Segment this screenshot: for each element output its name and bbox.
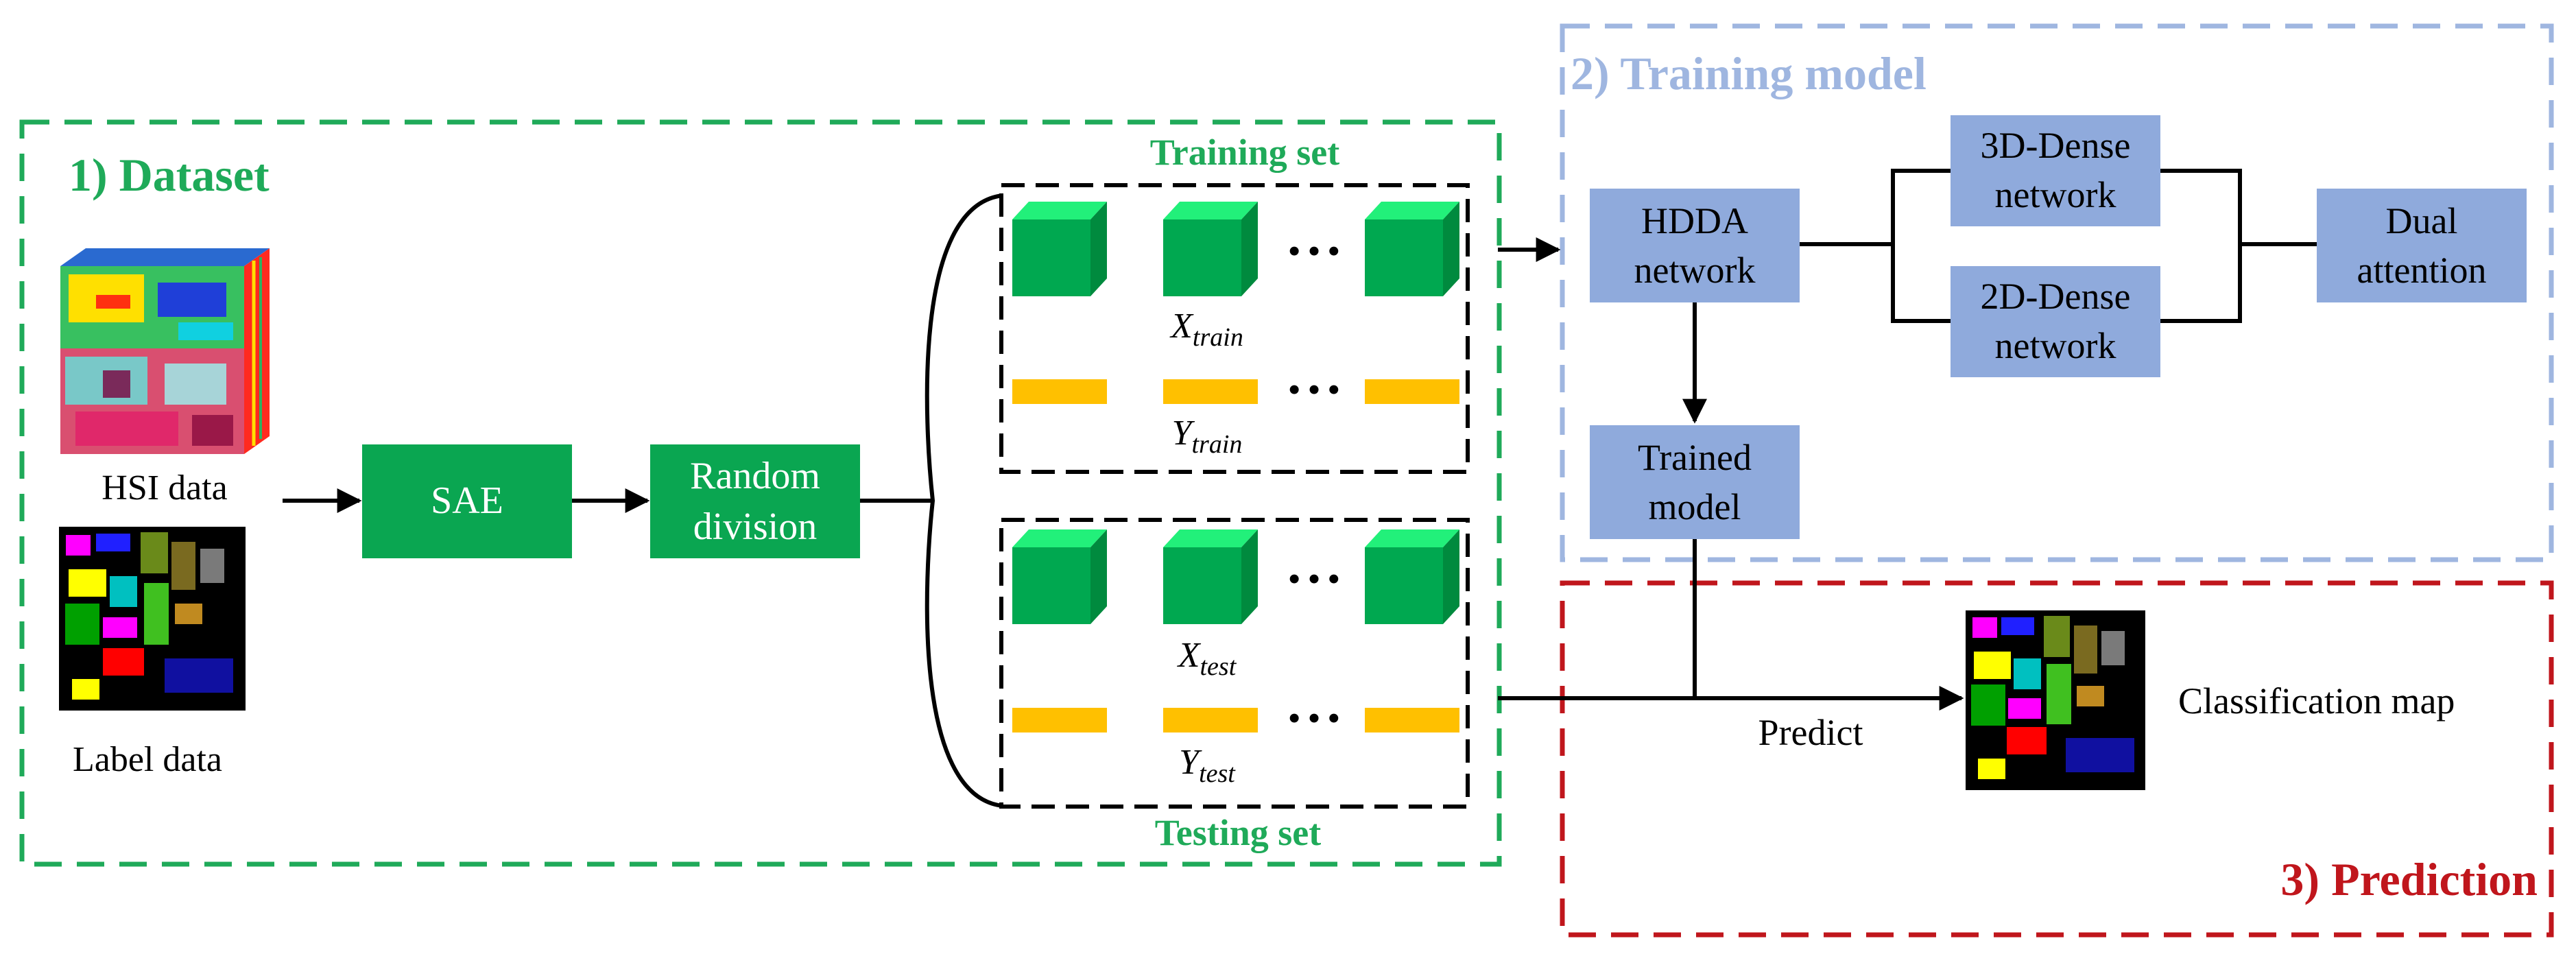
random-division-label-line2: division xyxy=(693,505,817,548)
random-division-label-line1: Random xyxy=(690,455,820,497)
label-bar xyxy=(1365,379,1459,404)
training-model-section-title: 2) Training model xyxy=(1571,47,1927,99)
x-test-cubes xyxy=(1012,529,1459,624)
hdda-network-label-line1: HDDA xyxy=(1641,200,1748,241)
trained-model-label-line2: model xyxy=(1649,486,1741,527)
x-train-label: Xtrain xyxy=(1169,307,1243,352)
x-train-cubes xyxy=(1012,202,1459,296)
training-model-section-frame xyxy=(1560,23,2554,562)
dual-attention-label-line2: attention xyxy=(2357,250,2487,291)
dual-attention-label-line1: Dual xyxy=(2386,200,2458,241)
random-division-box xyxy=(650,444,860,558)
classification-map-label: Classification map xyxy=(2178,680,2455,722)
dataset-section-frame xyxy=(19,119,1502,867)
dense-3d-network-label-line1: 3D-Dense xyxy=(1981,125,2131,166)
dataset-section-title: 1) Dataset xyxy=(69,149,270,201)
sample-cube xyxy=(1163,529,1258,624)
dense-3d-network-box xyxy=(1951,115,2160,226)
y-train-label: Ytrain xyxy=(1172,414,1243,459)
prediction-section-frame xyxy=(1560,580,2554,938)
trained-model-box xyxy=(1590,425,1800,539)
hdda-network-box xyxy=(1590,189,1800,302)
sample-cube xyxy=(1012,529,1107,624)
model-connectors xyxy=(1800,169,2317,323)
x-train-ellipsis: • • • xyxy=(1289,233,1339,270)
label-data-label: Label data xyxy=(73,740,222,779)
dense-2d-network-box xyxy=(1951,266,2160,377)
y-test-label: Ytest xyxy=(1179,743,1236,788)
classification-map-image xyxy=(1966,610,2145,790)
hsi-data-cube-image xyxy=(60,248,270,454)
label-bar xyxy=(1012,379,1107,404)
predict-label: Predict xyxy=(1758,712,1863,753)
label-bar xyxy=(1365,708,1459,732)
y-train-bars xyxy=(1012,379,1459,404)
dense-2d-network-label-line1: 2D-Dense xyxy=(1981,276,2131,317)
training-set-title: Training set xyxy=(1150,132,1340,173)
dual-attention-box xyxy=(2317,189,2527,302)
sae-label: SAE xyxy=(431,479,503,522)
sample-cube xyxy=(1163,202,1258,296)
label-bar xyxy=(1012,708,1107,732)
hsi-data-label: HSI data xyxy=(102,468,227,508)
sample-cube xyxy=(1365,202,1459,296)
dense-2d-network-label-line2: network xyxy=(1995,325,2116,366)
trained-model-label-line1: Trained xyxy=(1638,437,1752,478)
sample-cube xyxy=(1365,529,1459,624)
sae-box xyxy=(362,444,572,558)
hdda-network-label-line2: network xyxy=(1634,250,1756,291)
label-bar xyxy=(1163,379,1258,404)
y-test-ellipsis: • • • xyxy=(1289,700,1339,737)
prediction-section-title: 3) Prediction xyxy=(2280,853,2538,905)
label-bar xyxy=(1163,708,1258,732)
split-brace xyxy=(925,193,1003,808)
sample-cube xyxy=(1012,202,1107,296)
testing-set-title: Testing set xyxy=(1155,812,1322,853)
dense-3d-network-label-line2: network xyxy=(1995,174,2116,215)
x-test-ellipsis: • • • xyxy=(1289,561,1339,597)
y-train-ellipsis: • • • xyxy=(1289,372,1339,408)
x-test-label: Xtest xyxy=(1177,636,1237,681)
label-data-map-image xyxy=(59,527,246,711)
y-test-bars xyxy=(1012,708,1459,732)
